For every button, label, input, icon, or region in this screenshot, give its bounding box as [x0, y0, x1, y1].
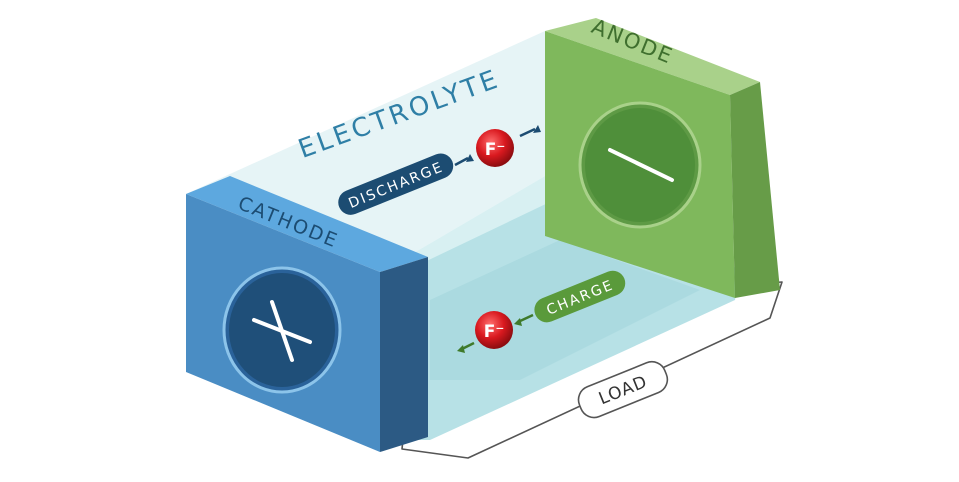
anode-block: [545, 18, 780, 298]
load-box: [577, 360, 669, 419]
discharge-arrowhead: [466, 154, 474, 162]
fluoride-ion-top: F⁻: [476, 129, 514, 167]
charge-arrow-line-2: [461, 341, 475, 351]
ion-bottom-label: F⁻: [484, 322, 505, 342]
charge-pill: [534, 270, 626, 323]
anode-side-face: [730, 82, 780, 298]
discharge-pill: [338, 153, 454, 215]
discharge-arrow-line: [454, 156, 469, 167]
ion-sphere: [475, 311, 513, 349]
minus-icon: [608, 148, 674, 182]
load-component: LOAD: [577, 360, 669, 419]
charge-arrowhead-2: [457, 345, 465, 353]
ion-top-label: F⁻: [485, 140, 506, 160]
fluoride-ion-bottom: F⁻: [475, 311, 513, 349]
cathode-block: [186, 176, 428, 452]
charge-arrowhead: [514, 318, 522, 326]
discharge-arrow-line-2: [519, 127, 536, 138]
anode-top-face: [545, 18, 760, 95]
cathode-top-face: [186, 176, 428, 272]
plus-icon-vertical: [270, 300, 294, 362]
cathode-side-face: [380, 257, 428, 452]
ion-sphere: [476, 129, 514, 167]
discharge-arrowhead-2: [533, 125, 541, 133]
